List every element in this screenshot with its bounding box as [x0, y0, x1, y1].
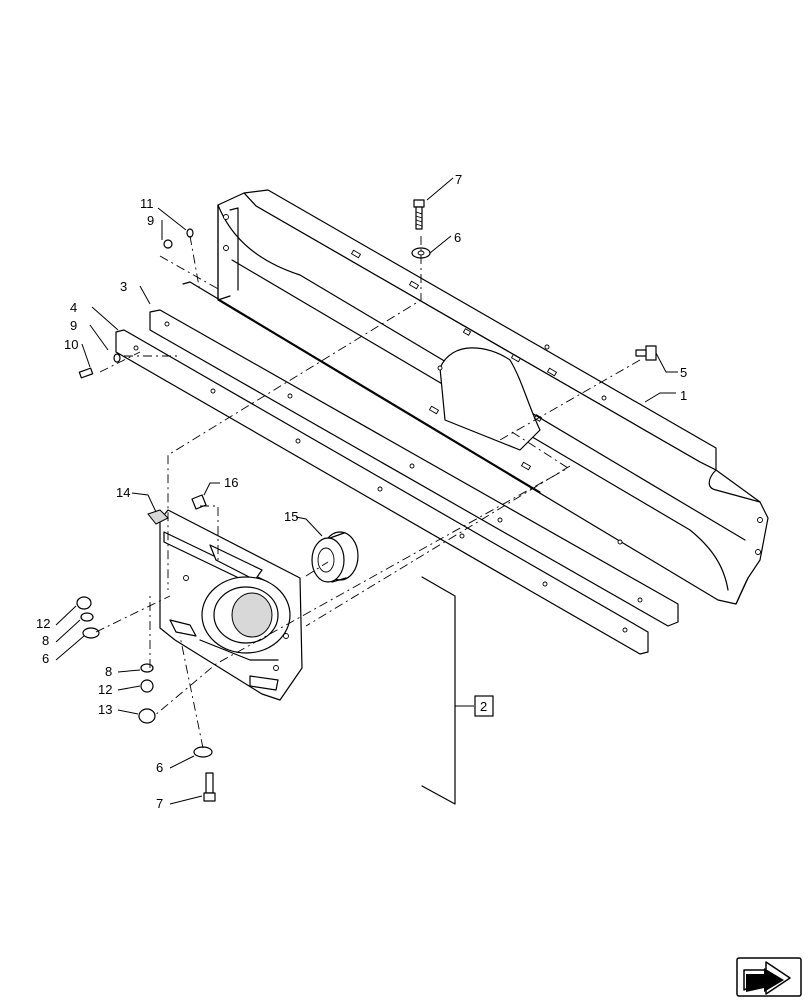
- bearing-housing-part-14: [147, 509, 303, 701]
- washer-part-8-lower: [140, 663, 154, 673]
- callout-5: 5: [680, 365, 687, 380]
- next-page-arrow-icon[interactable]: [736, 957, 802, 997]
- washer-part-6-left: [82, 627, 100, 639]
- fasteners: [76, 199, 657, 802]
- callout-1: 1: [680, 388, 687, 403]
- bolt-part-7-bottom: [203, 772, 216, 802]
- leader-lines: [55, 177, 678, 805]
- washer-part-8-upper: [80, 612, 94, 622]
- nut-part-13: [138, 708, 156, 724]
- wear-strip-part-3: [149, 281, 679, 627]
- callout-13: 13: [98, 702, 112, 717]
- washer-part-9-left: [113, 353, 121, 363]
- callout-14: 14: [116, 485, 130, 500]
- callout-8-left: 8: [42, 633, 49, 648]
- channel-cover-part-1: [217, 189, 769, 605]
- bracket-part-2: [421, 576, 474, 805]
- callout-6-top: 6: [454, 230, 461, 245]
- bearing-part-15: [311, 531, 359, 583]
- wear-strip-part-4: [115, 329, 649, 655]
- callout-9-top: 9: [147, 213, 154, 228]
- nut-part-12-upper: [76, 596, 92, 610]
- nut-part-12-lower: [140, 679, 154, 693]
- callout-2-frame: [474, 695, 494, 717]
- washer-part-9-top: [163, 239, 173, 249]
- bolt-part-10: [78, 367, 94, 379]
- callout-6-bottom: 6: [156, 760, 163, 775]
- washer-part-6-bottom: [193, 746, 213, 758]
- callout-9-left: 9: [70, 318, 77, 333]
- callout-16: 16: [224, 475, 238, 490]
- callout-7-top: 7: [455, 172, 462, 187]
- assembly-centerlines: [95, 235, 641, 749]
- callout-2: 2: [480, 699, 487, 714]
- bolt-part-7-top: [413, 199, 425, 230]
- clip-part-16: [191, 494, 207, 510]
- bolt-part-5: [635, 345, 657, 361]
- callout-4: 4: [70, 300, 77, 315]
- callout-10: 10: [64, 337, 78, 352]
- callout-15: 15: [284, 509, 298, 524]
- nut-part-11: [186, 228, 194, 238]
- callout-12-upper: 12: [36, 616, 50, 631]
- callout-11: 11: [140, 196, 154, 211]
- callout-labels: 1 2 3 4 5 6 6 6 7 7 8 8 9 9 10 11 12 12 …: [36, 172, 687, 811]
- callout-8-lower: 8: [105, 664, 112, 679]
- callout-7-bottom: 7: [156, 796, 163, 811]
- callout-12-lower: 12: [98, 682, 112, 697]
- callout-3: 3: [120, 279, 127, 294]
- callout-6-left: 6: [42, 651, 49, 666]
